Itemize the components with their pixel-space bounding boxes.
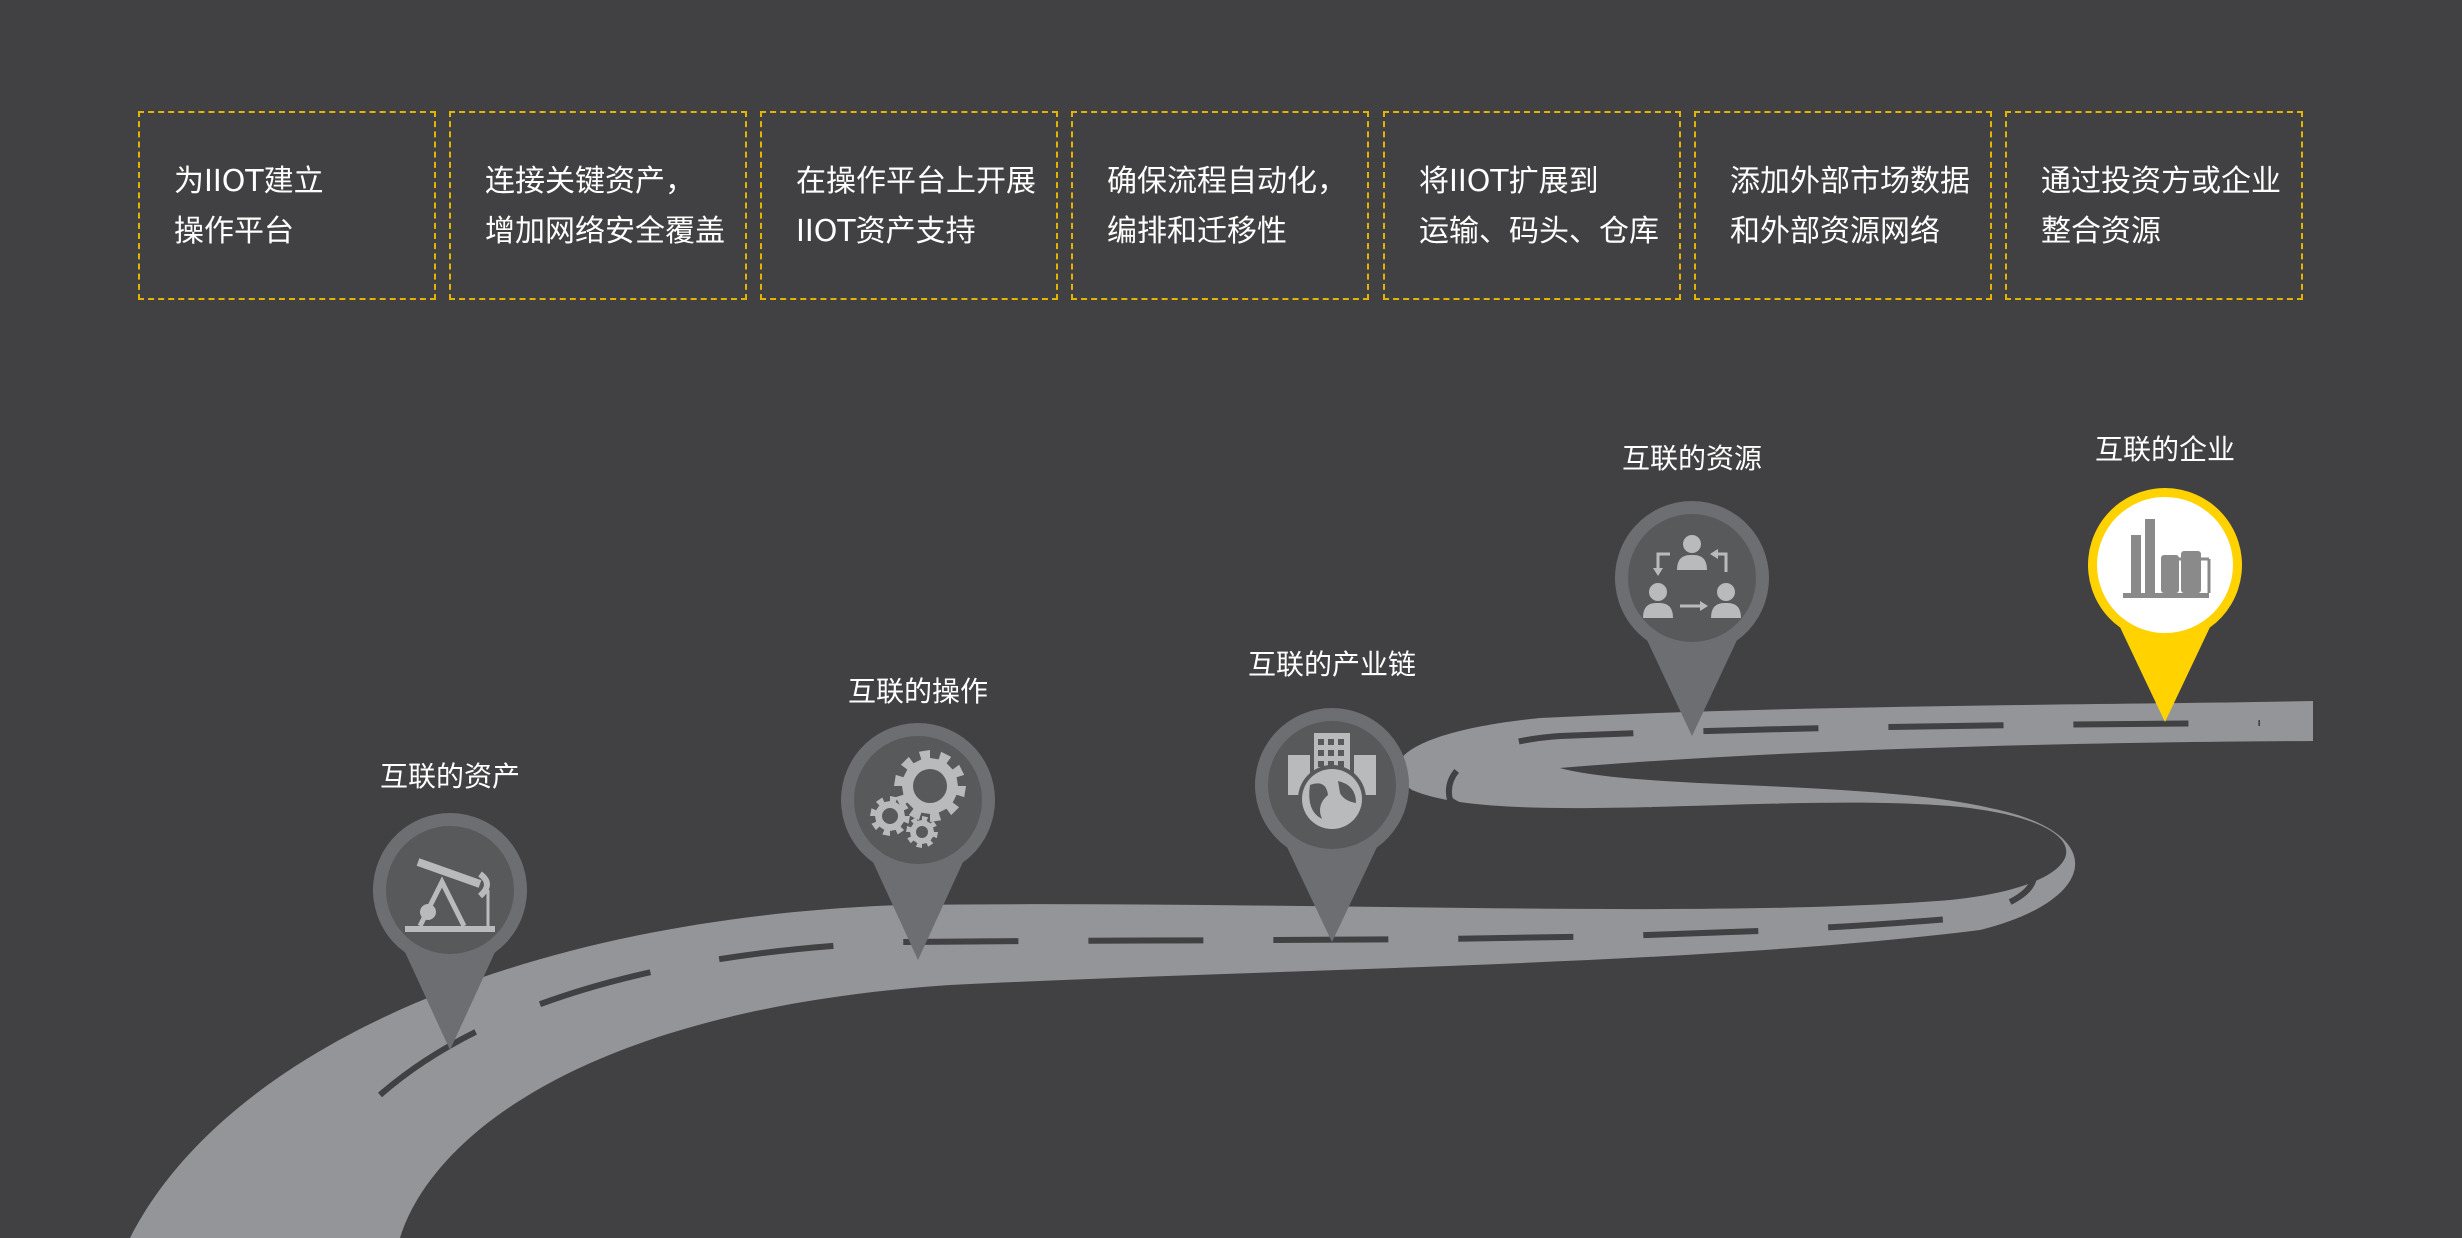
road bbox=[130, 701, 2313, 1238]
pin-inner-circle bbox=[386, 826, 514, 954]
step-3-line1: 在操作平台上开展 bbox=[796, 164, 1036, 199]
step-4-line2: 编排和迁移性 bbox=[1107, 214, 1287, 249]
step-box-5: 将IIOT扩展到 运输、码头、仓库 bbox=[1383, 111, 1681, 300]
step-1-line2: 操作平台 bbox=[174, 214, 294, 249]
milestone-pin-4 bbox=[1615, 501, 1769, 736]
step-2-line2: 增加网络安全覆盖 bbox=[485, 214, 725, 249]
milestone-label-4: 互联的资源 bbox=[1621, 442, 1763, 475]
milestone-label-2: 互联的操作 bbox=[847, 675, 989, 708]
milestone-pin-3 bbox=[1255, 708, 1409, 942]
step-box-4: 确保流程自动化， 编排和迁移性 bbox=[1071, 111, 1369, 300]
milestone-label-1: 互联的资产 bbox=[379, 760, 521, 793]
step-6-line2: 和外部资源网络 bbox=[1730, 214, 1940, 249]
step-7-line2: 整合资源 bbox=[2041, 214, 2161, 249]
step-box-2: 连接关键资产， 增加网络安全覆盖 bbox=[449, 111, 747, 300]
step-box-3: 在操作平台上开展 IIOT资产支持 bbox=[760, 111, 1058, 300]
people-network-icon bbox=[1643, 535, 1741, 618]
step-3-line2: IIOT资产支持 bbox=[796, 214, 976, 249]
milestone-pin-5 bbox=[2088, 488, 2242, 722]
milestone-label-3: 互联的产业链 bbox=[1247, 648, 1417, 681]
milestone-pins bbox=[373, 488, 2242, 1050]
step-1-line1: 为IIOT建立 bbox=[174, 164, 324, 199]
step-4-line1: 确保流程自动化， bbox=[1107, 164, 1347, 199]
factory-icon bbox=[2123, 519, 2211, 598]
milestone-pin-1 bbox=[373, 813, 527, 1050]
step-6-line1: 添加外部市场数据 bbox=[1730, 164, 1970, 199]
gears-icon bbox=[870, 750, 966, 848]
milestone-pin-2 bbox=[840, 722, 995, 960]
milestone-label-5: 互联的企业 bbox=[2094, 433, 2236, 466]
oil-pump-icon bbox=[405, 858, 495, 932]
step-5-line1: 将IIOT扩展到 bbox=[1419, 164, 1599, 199]
step-7-line1: 通过投资方或企业 bbox=[2041, 164, 2281, 199]
step-box-1: 为IIOT建立 操作平台 bbox=[138, 111, 436, 300]
road-center-line bbox=[378, 720, 2261, 1098]
globe-buildings-icon bbox=[1288, 733, 1376, 833]
road-surface bbox=[130, 701, 2313, 1238]
step-2-line1: 连接关键资产， bbox=[485, 164, 695, 199]
pin-inner-circle bbox=[1628, 514, 1756, 642]
step-box-7: 通过投资方或企业 整合资源 bbox=[2005, 111, 2303, 300]
step-box-6: 添加外部市场数据 和外部资源网络 bbox=[1694, 111, 1992, 300]
step-5-line2: 运输、码头、仓库 bbox=[1419, 214, 1659, 249]
